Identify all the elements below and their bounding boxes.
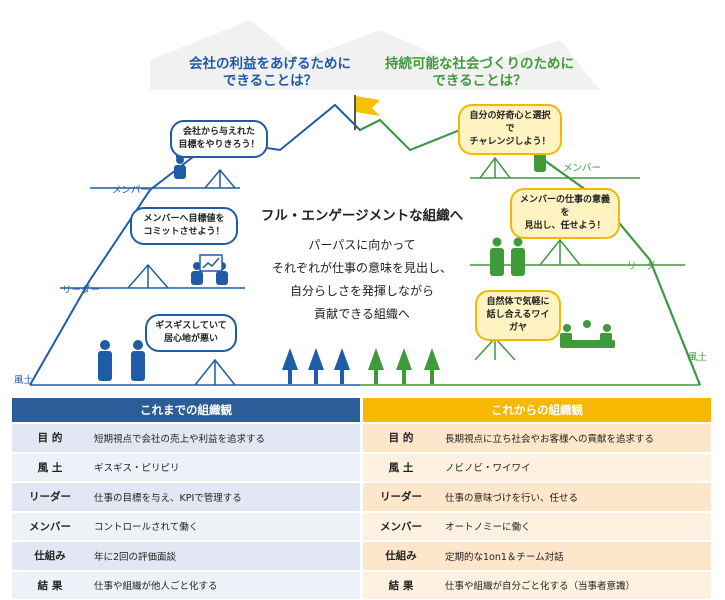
background-mountains	[150, 20, 600, 90]
tree-icon	[334, 348, 350, 370]
row-value: 仕事の意味づけを行い、任せる	[445, 492, 579, 504]
table-row: 結 果 仕事や組織が自分ごと化する（当事者意識）	[363, 571, 711, 599]
speech-bubble: 自分の好奇心と選択で チャレンジしよう！	[458, 104, 562, 155]
person-icon	[600, 333, 612, 343]
person-icon	[513, 237, 523, 247]
row-value: オートノミーに働く	[445, 522, 531, 534]
table-right-header: これからの組織観	[363, 398, 711, 422]
row-key: 結 果	[388, 579, 414, 592]
table-row: 仕組み 定期的な1on1＆チーム対話	[363, 542, 711, 570]
person-icon	[100, 340, 110, 350]
tree-icon	[314, 370, 318, 384]
row-value: 短期視点で会社の売上や利益を追求する	[94, 433, 266, 445]
row-key: リーダー	[380, 491, 422, 504]
person-icon	[191, 271, 203, 285]
table-right: これからの組織観 目 的 長期視点に立ち社会やお客様への貢献を追求する 風 土 ノビ…	[363, 398, 711, 599]
tree-icon	[374, 370, 378, 384]
table-left: これまでの組織観 目 的 短期視点で会社の売上や利益を追求する 風 土 ギスギス・ピ…	[12, 398, 360, 599]
table-row: 風 土 ノビノビ・ワイワイ	[363, 453, 711, 481]
flag-icon	[356, 96, 380, 116]
person-icon	[603, 324, 611, 332]
table-row: 結 果 仕事や組織が他人ごと化する	[12, 571, 360, 599]
tent-icon	[474, 336, 516, 361]
person-icon	[560, 333, 572, 343]
speech-bubble: メンバーの仕事の意義を 見出し、任せよう！	[510, 188, 620, 239]
left-level-leader: リーダー	[62, 285, 101, 296]
tree-icon	[430, 370, 434, 384]
person-icon	[583, 320, 591, 328]
row-value: コントロールされて働く	[94, 522, 199, 534]
left-level-member: メンバー	[112, 185, 151, 196]
row-key: 仕組み	[34, 550, 66, 563]
row-key: メンバー	[380, 520, 422, 533]
center-body: パーパスに向かって それぞれが仕事の意味を見出し、 自分らしさを発揮しながら 貢…	[271, 238, 452, 321]
tent-icon	[204, 168, 236, 189]
person-icon	[133, 340, 143, 350]
table-left-header: これまでの組織観	[12, 398, 360, 422]
center-title: フル・エンゲージメントな組織へ	[260, 208, 464, 224]
table-row: リーダー 仕事の意味づけを行い、任せる	[363, 483, 711, 511]
speech-bubble: メンバーへ目標値を コミットさせよう！	[130, 207, 238, 245]
speech-bubble: 自然体で気軽に 話し合えるワイガヤ	[475, 290, 561, 341]
tree-icon	[288, 370, 292, 384]
row-value: 年に2回の評価面談	[94, 551, 177, 563]
person-icon	[492, 237, 502, 247]
left-level-culture: 風土	[14, 375, 34, 386]
row-key: 目 的	[37, 432, 63, 445]
row-value: 長期視点に立ち社会やお客様への貢献を追求する	[445, 433, 655, 445]
person-icon	[193, 262, 201, 270]
table-row: メンバー オートノミーに働く	[363, 512, 711, 540]
tent-icon	[194, 358, 236, 386]
table-row: 目 的 短期視点で会社の売上や利益を追求する	[12, 424, 360, 452]
table-row: 風 土 ギスギス・ピリピリ	[12, 453, 360, 481]
row-value: ノビノビ・ワイワイ	[445, 463, 531, 475]
row-value: 仕事や組織が他人ごと化する	[94, 581, 218, 593]
table-row: 目 的 長期視点に立ち社会やお客様への貢献を追求する	[363, 424, 711, 452]
table-row: リーダー 仕事の目標を与え、KPIで管理する	[12, 483, 360, 511]
tree-icon	[368, 348, 384, 370]
tree-icon	[308, 348, 324, 370]
row-key: 仕組み	[385, 550, 417, 563]
speech-bubble: 会社から与えれた 目標をやりきろう！	[170, 120, 268, 158]
person-icon	[98, 351, 112, 381]
right-level-leader: リーダー	[627, 261, 666, 272]
person-icon	[131, 351, 145, 381]
row-key: リーダー	[29, 491, 71, 504]
tree-icon	[402, 370, 406, 384]
row-value: 定期的な1on1＆チーム対話	[445, 551, 564, 563]
tent-icon	[479, 156, 511, 179]
person-icon	[511, 248, 525, 276]
speech-bubble: ギスギスしていて 居心地が悪い	[145, 314, 237, 352]
row-value: ギスギス・ピリピリ	[94, 463, 180, 475]
trend-icon	[202, 257, 220, 269]
row-key: 風 土	[37, 461, 63, 474]
right-level-member: メンバー	[563, 163, 602, 174]
tree-icon	[424, 348, 440, 370]
chart-board-icon	[199, 254, 223, 272]
person-icon	[563, 324, 571, 332]
person-icon	[490, 248, 504, 276]
row-value: 仕事や組織が自分ごと化する（当事者意識）	[445, 581, 636, 593]
row-value: 仕事の目標を与え、KPIで管理する	[94, 492, 242, 504]
person-icon	[216, 271, 228, 285]
right-question: 持続可能な社会づくりのために できることは？	[385, 56, 574, 89]
tent-icon	[127, 263, 169, 289]
tree-icon	[396, 348, 412, 370]
table-row: 仕組み 年に2回の評価面談	[12, 542, 360, 570]
right-level-culture: 風土	[688, 352, 708, 363]
table-row: メンバー コントロールされて働く	[12, 512, 360, 540]
person-icon	[174, 165, 186, 179]
tree-icon	[282, 348, 298, 370]
row-key: メンバー	[29, 520, 71, 533]
row-key: 風 土	[388, 461, 414, 474]
row-key: 結 果	[37, 579, 63, 592]
tree-icon	[340, 370, 344, 384]
row-key: 目 的	[388, 432, 414, 445]
left-question: 会社の利益をあげるために できることは？	[189, 56, 351, 89]
tent-icon	[539, 238, 581, 266]
